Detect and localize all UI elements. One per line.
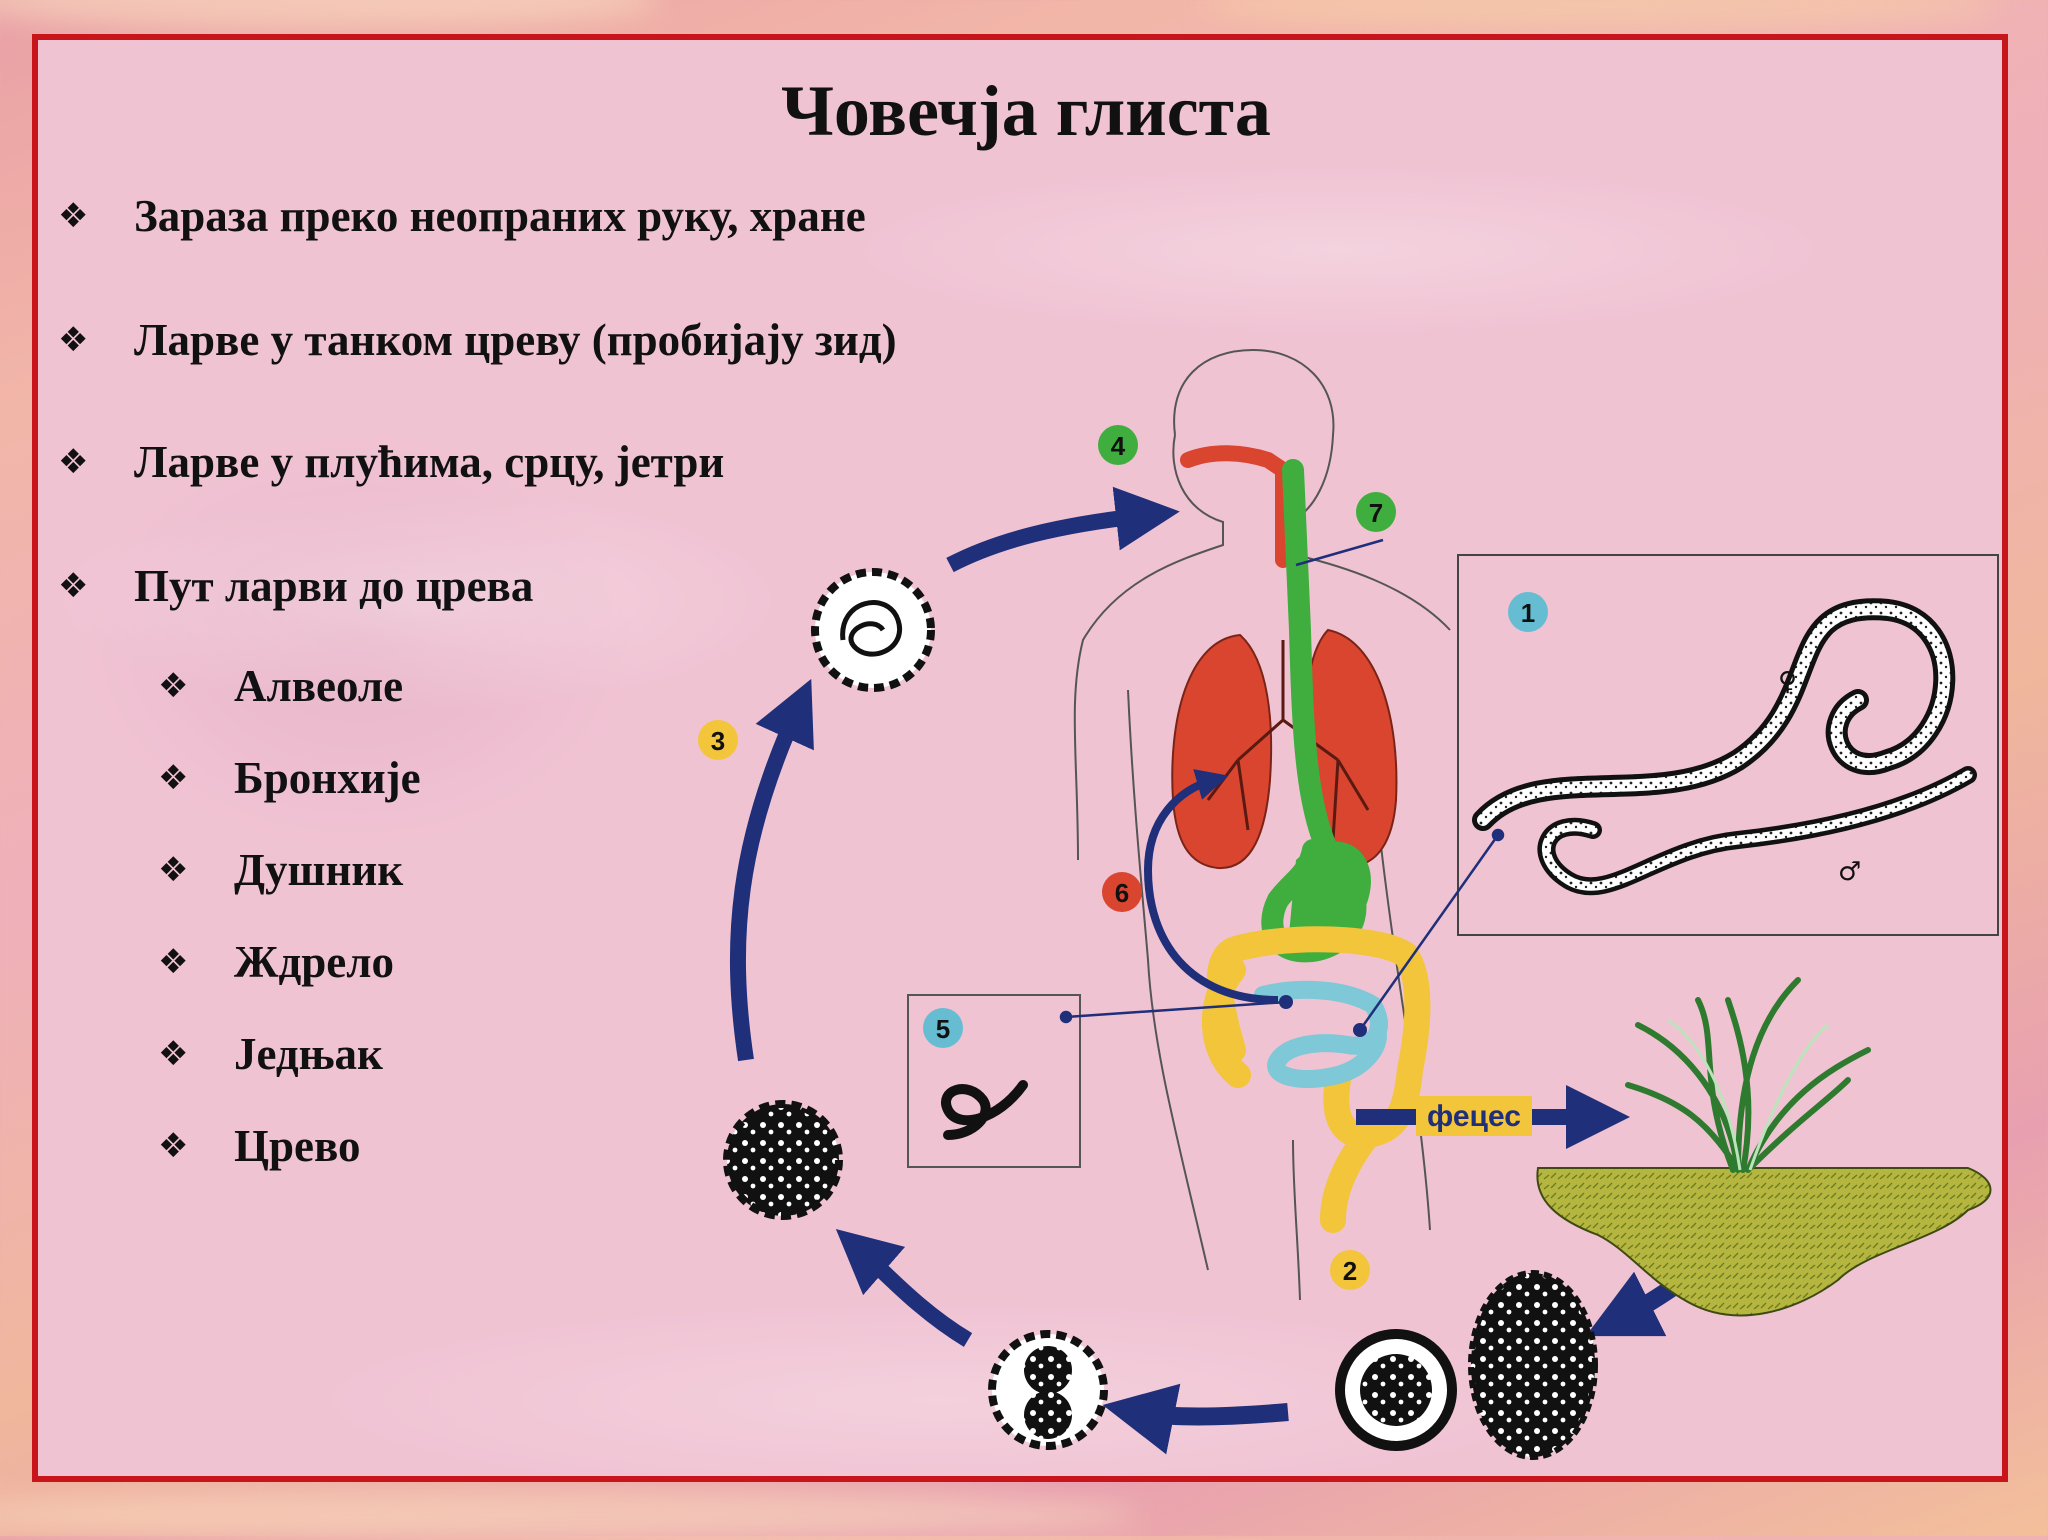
sub-bullet-item: ❖ Алвеоле xyxy=(158,660,403,712)
bullet-text: Зараза преко неопраних руку, хране xyxy=(134,191,866,241)
slide-frame: Човечја глиста ❖ Зараза преко неопраних … xyxy=(32,34,2008,1482)
bullet-marker-icon: ❖ xyxy=(158,758,189,798)
life-cycle-diagram: ♀ ♂ фецес 1 xyxy=(698,348,1999,1460)
stage-badge-6: 6 xyxy=(1115,878,1129,908)
bullet-text: Пут ларви до црева xyxy=(134,561,534,611)
bullet-marker-icon: ❖ xyxy=(58,566,89,606)
egg-stage-3 xyxy=(811,568,935,692)
sub-bullet-text: Ждрело xyxy=(234,937,395,987)
larva-panel xyxy=(907,994,1081,1168)
egg-stage-2a xyxy=(988,1330,1108,1450)
sub-bullet-text: Душник xyxy=(234,845,404,895)
egg-stage-2 xyxy=(1335,1270,1598,1460)
egg-stage-2b xyxy=(723,1100,843,1220)
bullet-text: Ларве у плућима, срцу, јетри xyxy=(134,437,725,487)
adult-worms-panel: ♀ ♂ xyxy=(1457,554,1999,936)
slide-title: Човечја глиста xyxy=(781,71,1271,151)
stage-badge-3: 3 xyxy=(711,726,725,756)
sub-bullet-item: ❖ Црево xyxy=(158,1120,361,1172)
background-streak xyxy=(1200,0,2000,30)
bullet-item: ❖ Зараза преко неопраних руку, хране xyxy=(58,190,866,242)
background-streak xyxy=(0,1490,1140,1540)
bullet-marker-icon: ❖ xyxy=(158,942,189,982)
sub-bullet-text: Алвеоле xyxy=(234,661,404,711)
sub-bullet-item: ❖ Бронхије xyxy=(158,752,421,804)
sub-bullet-text: Бронхије xyxy=(234,753,421,803)
intestines xyxy=(1201,926,1431,1233)
lungs xyxy=(1171,628,1398,870)
sub-bullet-item: ❖ Једњак xyxy=(158,1028,383,1080)
feces-arrow: фецес xyxy=(1356,1085,1630,1149)
stage-badge-4: 4 xyxy=(1111,431,1126,461)
bullet-marker-icon: ❖ xyxy=(58,196,89,236)
bullet-item: ❖ Ларве у плућима, срцу, јетри xyxy=(58,436,724,488)
grass-soil xyxy=(1536,977,1992,1317)
background-streak xyxy=(0,0,660,30)
bullet-marker-icon: ❖ xyxy=(158,1034,189,1074)
blood-route-arrow xyxy=(1143,769,1279,1004)
bullet-marker-icon: ❖ xyxy=(58,442,89,482)
bullet-item: ❖ Пут ларви до црева xyxy=(58,560,533,612)
stage-badge-2: 2 xyxy=(1343,1256,1357,1286)
bullet-marker-icon: ❖ xyxy=(158,1126,189,1166)
male-symbol-icon: ♂ xyxy=(1838,857,1861,887)
bullet-marker-icon: ❖ xyxy=(58,320,89,360)
sub-bullet-text: Једњак xyxy=(234,1029,383,1079)
female-symbol-icon: ♀ xyxy=(1778,667,1797,697)
sub-bullet-item: ❖ Душник xyxy=(158,844,403,896)
pointer-lines xyxy=(1059,538,1505,1031)
feces-label: фецес xyxy=(1427,1100,1521,1133)
stage-badge-7: 7 xyxy=(1369,498,1383,528)
stage-badges: 1 2 3 4 5 6 7 xyxy=(698,425,1548,1290)
bullet-marker-icon: ❖ xyxy=(158,666,189,706)
bullet-text: Ларве у танком цреву (пробијају зид) xyxy=(134,315,897,365)
sub-bullet-item: ❖ Ждрело xyxy=(158,936,394,988)
bullet-item: ❖ Ларве у танком цреву (пробијају зид) xyxy=(58,314,897,366)
bullet-marker-icon: ❖ xyxy=(158,850,189,890)
sub-bullet-text: Црево xyxy=(234,1121,361,1171)
stage-badge-5: 5 xyxy=(936,1014,950,1044)
stage-badge-1: 1 xyxy=(1521,598,1535,628)
